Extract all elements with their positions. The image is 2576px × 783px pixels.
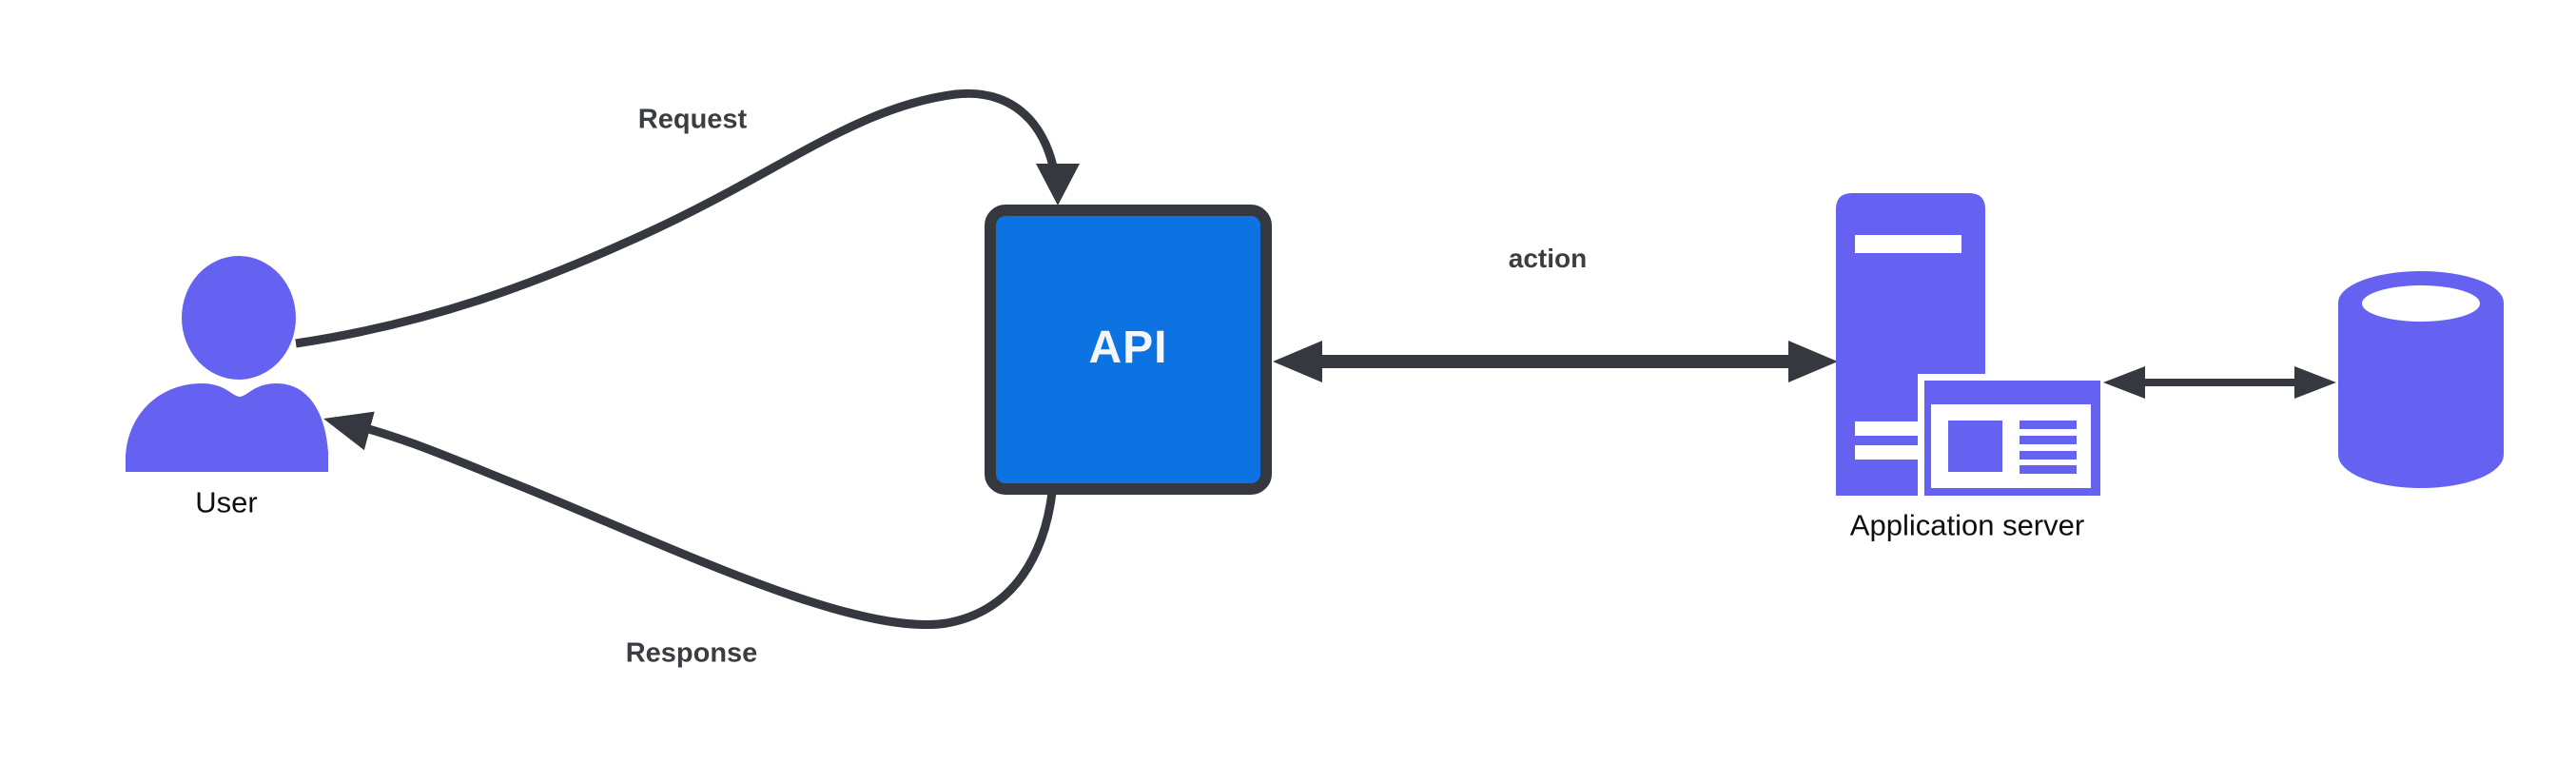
edge-label-response: Response	[625, 637, 758, 669]
node-label-application-server: Application server	[1849, 508, 2085, 542]
response-arrow	[323, 411, 1057, 629]
application-server-icon	[1836, 193, 2107, 501]
database-icon	[2338, 271, 2504, 488]
api-node	[985, 205, 1272, 495]
api-node-label: API	[1088, 323, 1168, 373]
edge-label-request: Request	[637, 104, 748, 135]
user-icon	[126, 256, 328, 472]
action-arrow	[1273, 341, 1838, 382]
edge-label-action: action	[1508, 244, 1588, 273]
node-label-user: User	[195, 485, 258, 519]
request-arrow	[295, 88, 1080, 348]
server-database-arrow	[2103, 366, 2336, 399]
